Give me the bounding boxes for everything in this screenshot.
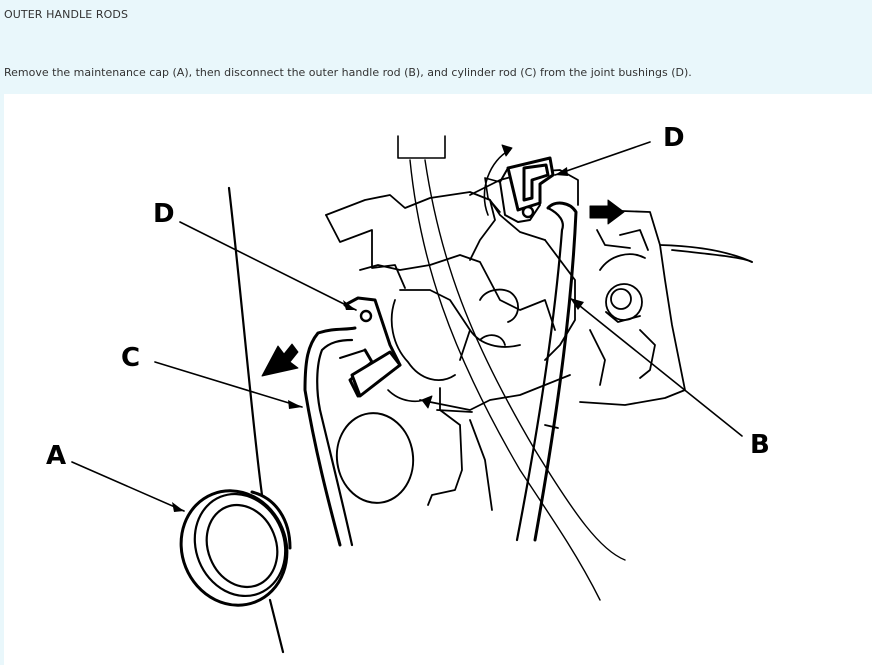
cable-top-cap: [397, 135, 446, 159]
bolt-icon: [605, 283, 643, 323]
rotation-arrowhead-top: [501, 144, 513, 157]
joint-pin-top: [521, 205, 535, 219]
leader-a: [71, 461, 185, 512]
maintenance-cap: [179, 489, 292, 607]
cable-left-strand: [409, 159, 601, 601]
page-title: OUTER HANDLE RODS: [4, 8, 129, 21]
latch-cover-oval: [335, 412, 415, 504]
joint-pin-left: [359, 309, 373, 323]
callout-b: B: [750, 430, 770, 460]
callout-d-left: D: [153, 199, 175, 229]
leader-arrowheads: [172, 167, 584, 512]
cable-right-strand: [424, 159, 626, 561]
rotation-arrowhead-bottom: [421, 395, 433, 409]
latch-lower-body: [427, 387, 559, 511]
illustration: D D C A B: [4, 94, 872, 665]
leader-d-top: [554, 141, 651, 176]
instruction-panel: OUTER HANDLE RODS Remove the maintenance…: [0, 0, 872, 92]
outer-handle-rod: [515, 201, 578, 542]
instruction-text: Remove the maintenance cap (A), then dis…: [4, 66, 692, 79]
joint-bushing-left: [339, 296, 402, 398]
door-panel-edge-lower: [268, 598, 285, 654]
leader-d-left: [179, 221, 357, 311]
leader-b: [569, 297, 743, 437]
cylinder-rod: [303, 326, 357, 547]
joint-bushing-top: [484, 156, 555, 223]
callout-d-top: D: [663, 123, 685, 153]
door-latch-diagram: D D C A B: [46, 123, 770, 654]
callout-c: C: [121, 343, 140, 373]
pull-arrow-left: [261, 343, 299, 377]
leader-lines: [71, 141, 743, 512]
door-panel-edge: [227, 186, 264, 497]
leader-c: [154, 361, 303, 408]
callout-a: A: [46, 441, 66, 471]
rotation-arrow-top: [483, 149, 511, 216]
push-arrow-right: [589, 199, 625, 225]
latch-plate-right: [579, 209, 753, 406]
